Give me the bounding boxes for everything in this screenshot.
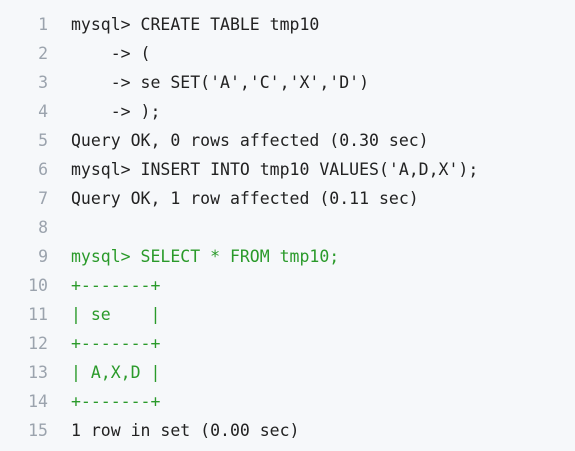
code-text: | A,X,D | bbox=[71, 363, 161, 382]
code-line-12: 12 +-------+ bbox=[0, 329, 575, 358]
line-number: 6 bbox=[38, 160, 48, 179]
code-text: -> se SET('A','C','X','D') bbox=[71, 73, 370, 92]
code-line-2: 2 -> ( bbox=[0, 39, 575, 68]
code-line-9: 9 mysql> SELECT * FROM tmp10; bbox=[0, 242, 575, 271]
code-line-14: 14 +-------+ bbox=[0, 387, 575, 416]
line-number: 8 bbox=[38, 218, 48, 237]
line-number: 1 bbox=[38, 15, 48, 34]
line-number: 3 bbox=[38, 73, 48, 92]
code-line-1: 1 mysql> CREATE TABLE tmp10 bbox=[0, 10, 575, 39]
line-number: 11 bbox=[28, 305, 48, 324]
code-text: mysql> SELECT * FROM tmp10; bbox=[71, 247, 340, 266]
code-line-15: 15 1 row in set (0.00 sec) bbox=[0, 416, 575, 445]
code-line-5: 5 Query OK, 0 rows affected (0.30 sec) bbox=[0, 126, 575, 155]
code-text: +-------+ bbox=[71, 276, 161, 295]
code-text: mysql> CREATE TABLE tmp10 bbox=[71, 15, 320, 34]
code-line-8: 8 bbox=[0, 213, 575, 242]
code-text: +-------+ bbox=[71, 392, 161, 411]
code-text: | se | bbox=[71, 305, 161, 324]
line-number: 14 bbox=[28, 392, 48, 411]
code-line-6: 6 mysql> INSERT INTO tmp10 VALUES('A,D,X… bbox=[0, 155, 575, 184]
code-text: -> ); bbox=[71, 102, 161, 121]
code-text: 1 row in set (0.00 sec) bbox=[71, 421, 300, 440]
line-number: 2 bbox=[38, 44, 48, 63]
code-line-10: 10 +-------+ bbox=[0, 271, 575, 300]
line-number: 15 bbox=[28, 421, 48, 440]
line-number: 10 bbox=[28, 276, 48, 295]
line-number: 13 bbox=[28, 363, 48, 382]
code-text: +-------+ bbox=[71, 334, 161, 353]
code-text: -> ( bbox=[71, 44, 151, 63]
line-number: 4 bbox=[38, 102, 48, 121]
code-line-13: 13 | A,X,D | bbox=[0, 358, 575, 387]
code-line-11: 11 | se | bbox=[0, 300, 575, 329]
code-text: Query OK, 1 row affected (0.11 sec) bbox=[71, 189, 419, 208]
line-number: 9 bbox=[38, 247, 48, 266]
code-line-3: 3 -> se SET('A','C','X','D') bbox=[0, 68, 575, 97]
code-text: Query OK, 0 rows affected (0.30 sec) bbox=[71, 131, 429, 150]
line-number: 12 bbox=[28, 334, 48, 353]
code-line-7: 7 Query OK, 1 row affected (0.11 sec) bbox=[0, 184, 575, 213]
code-text: mysql> INSERT INTO tmp10 VALUES('A,D,X')… bbox=[71, 160, 479, 179]
code-line-4: 4 -> ); bbox=[0, 97, 575, 126]
line-number: 7 bbox=[38, 189, 48, 208]
line-number: 5 bbox=[38, 131, 48, 150]
